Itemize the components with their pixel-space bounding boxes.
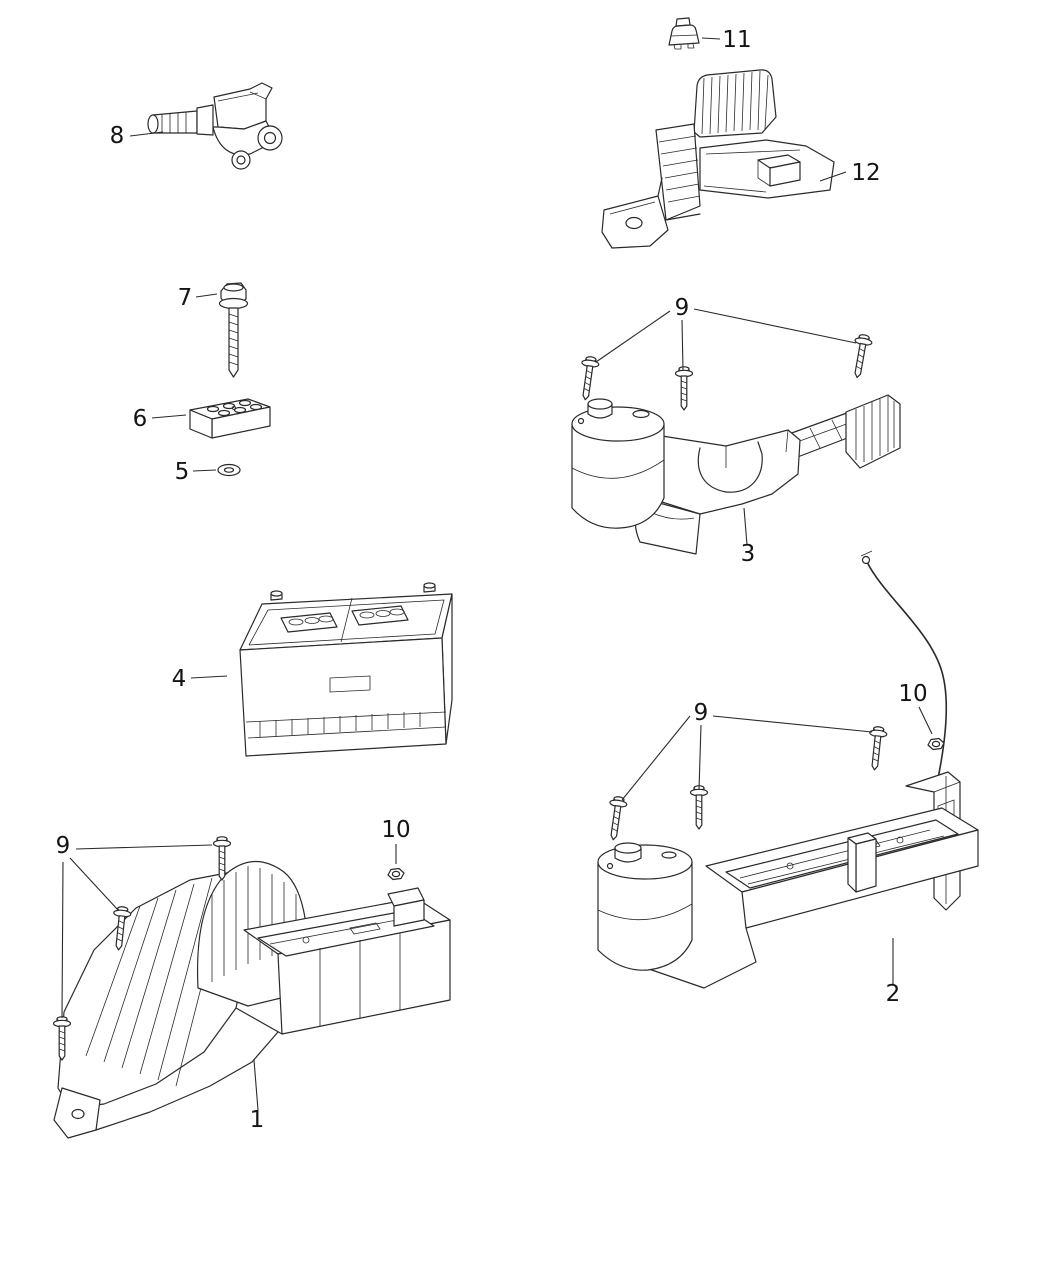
- callout-1: 1: [250, 1107, 265, 1133]
- leader-8: [129, 131, 164, 137]
- leader-9-bottom: [61, 844, 213, 1019]
- leader-7: [195, 293, 218, 298]
- screw-icon: [848, 332, 874, 380]
- leader-12: [819, 171, 847, 182]
- part-battery-sensor: [147, 82, 283, 170]
- screw-icon: [576, 355, 601, 402]
- leader-10-right: [918, 706, 933, 735]
- screw-icon: [604, 795, 629, 842]
- callout-7: 7: [178, 285, 193, 311]
- leader-6: [151, 414, 187, 419]
- part-battery-tray-upper: [571, 394, 901, 555]
- leader-5: [192, 469, 217, 472]
- callout-9-bottom: 9: [56, 833, 71, 859]
- leader-9-top: [595, 308, 857, 371]
- callout-11: 11: [722, 27, 751, 53]
- part-battery-tray-assembly: [597, 771, 979, 989]
- leader-4: [190, 675, 228, 679]
- vent-tube: [860, 550, 948, 789]
- leader-3: [743, 507, 748, 546]
- callout-9-top: 9: [675, 295, 690, 321]
- callout-2: 2: [886, 981, 901, 1007]
- part-retainer-clip: [668, 17, 700, 50]
- callout-12: 12: [851, 160, 880, 186]
- callout-5: 5: [175, 459, 190, 485]
- callout-10-right: 10: [898, 681, 927, 707]
- screw-icon: [689, 785, 709, 830]
- part-battery: [239, 582, 453, 757]
- callout-9-mid: 9: [694, 700, 709, 726]
- part-bolt: [218, 282, 249, 378]
- callout-3: 3: [741, 541, 756, 567]
- leader-1: [253, 1059, 259, 1111]
- part-washer: [217, 463, 241, 477]
- screw-icon: [674, 366, 694, 411]
- callout-4: 4: [172, 666, 187, 692]
- callout-6: 6: [133, 406, 148, 432]
- callout-10-left: 10: [381, 817, 410, 843]
- screw-icon: [865, 725, 889, 772]
- nut-icon: [927, 737, 945, 751]
- leader-9-mid: [621, 715, 873, 801]
- callout-8: 8: [110, 123, 125, 149]
- nut-icon: [387, 867, 405, 881]
- part-support-bracket: [601, 69, 835, 249]
- part-spacer-block: [189, 398, 271, 439]
- leader-11: [701, 37, 721, 40]
- part-battery-tray-shield: [53, 860, 451, 1139]
